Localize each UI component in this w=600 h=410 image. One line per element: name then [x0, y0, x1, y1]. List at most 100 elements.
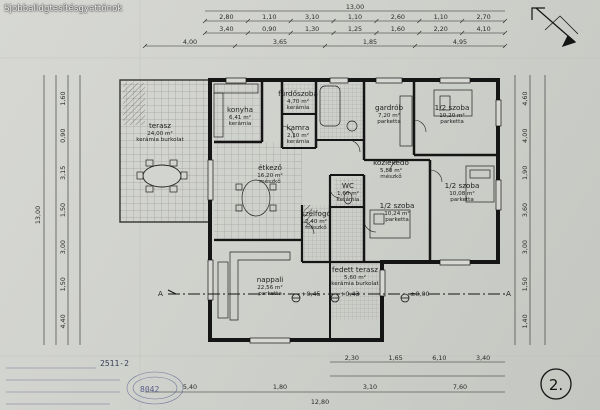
approval-stamp [126, 371, 184, 405]
room-area: 6,41 m² [229, 114, 251, 121]
dim-bottom-total: 12,80 [311, 398, 329, 406]
dim-right: 3,00 [521, 240, 529, 254]
north-arrow [531, 7, 579, 48]
dimension-tick [232, 43, 238, 49]
dim-right: 1,50 [521, 277, 529, 291]
room-floor: parketta [377, 119, 401, 125]
interior-walls [214, 80, 498, 340]
windows [207, 77, 502, 344]
dim-bottom-1: 1,65 [389, 354, 403, 362]
room-floor: mészkő [259, 178, 281, 185]
dim-left: 3,15 [59, 166, 67, 180]
dim-top-3: 4,00 [183, 38, 197, 46]
room-floor: kerámia [287, 138, 310, 145]
room-name: 1/2 szoba [445, 181, 480, 190]
room-area: 10,08 m² [449, 190, 474, 197]
room-floor: kerámia burkolat [331, 280, 379, 287]
dimension-tick [417, 18, 422, 24]
terrace-chairs [136, 159, 188, 193]
covered-terrace-tile [330, 262, 380, 320]
dim-top-2: 2,20 [434, 25, 448, 33]
kitchen-tile [214, 84, 262, 142]
room-area: 4,70 m² [287, 98, 309, 105]
bottom-dimension-lines [145, 361, 505, 393]
dim-left: 1,50 [59, 203, 67, 217]
dim-right-values: 4,604,001,903,603,001,501,40 [521, 91, 529, 328]
dim-left: 1,60 [59, 91, 67, 105]
room-floor: parketta [440, 119, 464, 125]
dim-bottom-2: 3,10 [363, 383, 377, 391]
room-floor: parketta [385, 217, 409, 223]
dimension-tick [202, 30, 208, 36]
furniture [213, 83, 495, 321]
room-name: közlekedő [373, 158, 409, 167]
dim-left-values: 1,600,903,151,503,001,504,40 [59, 91, 67, 328]
room-name: gardrób [375, 103, 404, 112]
dim-top-1: 3,10 [305, 13, 319, 21]
dimension-tick [502, 30, 508, 36]
room-floor: kerámia [337, 196, 360, 203]
dim-left: 4,40 [59, 314, 67, 328]
dimension-tick [142, 43, 148, 49]
sheet-number: 2. [549, 376, 563, 394]
bathroom-tile [320, 84, 364, 140]
room-area: 16,20 m² [257, 172, 282, 179]
room-floor: kerámia [287, 104, 310, 111]
dimension-tick [288, 18, 293, 24]
level-1: +0,45 [301, 290, 321, 298]
dim-top-1: 2,70 [476, 13, 490, 21]
top-dimension-lines [142, 10, 508, 49]
dimension-tick [322, 43, 328, 49]
dim-bottom-1: 3,40 [476, 354, 490, 362]
room-area: 22,56 m² [257, 284, 282, 291]
room-floor: parketta [258, 291, 282, 297]
room-area: 7,20 m² [378, 112, 400, 119]
room-name: fedett terasz [332, 265, 378, 274]
dim-top-1: 1,10 [348, 13, 362, 21]
left-dimension-lines [43, 75, 81, 345]
dim-top-3: 3,65 [273, 38, 287, 46]
dim-bottom-2: 7,60 [453, 383, 467, 391]
dimension-tick [288, 30, 293, 36]
room-area: 2,40 m² [305, 218, 327, 225]
room-name: konyha [227, 105, 253, 114]
dim-left-total: 13,00 [34, 206, 42, 224]
room-area: 10,24 m² [384, 210, 409, 217]
dimension-tick [459, 30, 465, 36]
room-area: 1,60 m² [337, 190, 359, 197]
dim-left: 0,90 [59, 129, 67, 143]
dim-bottom-2: 1,80 [273, 383, 287, 391]
dimension-tick [245, 18, 251, 24]
level-markers [291, 293, 410, 303]
dimension-tick [245, 30, 251, 36]
dim-bottom-1: 6,10 [432, 354, 446, 362]
chimney-hatch [304, 205, 312, 227]
dim-top-1: 2,60 [391, 13, 405, 21]
dim-top-2: 3,40 [219, 25, 233, 33]
dim-top-1: 2,80 [219, 13, 233, 21]
dining-tile [214, 142, 302, 240]
room-area: 5,80 m² [380, 167, 402, 174]
room-name: szélfogó [301, 209, 331, 218]
dimension-tick [331, 30, 336, 36]
room-name: nappali [257, 275, 283, 284]
form-lines [6, 367, 120, 405]
dim-top-2: 4,10 [476, 25, 490, 33]
terrace-table [142, 164, 182, 188]
dimension-tick [331, 18, 336, 24]
dimension-tick [459, 18, 465, 24]
dim-left: 3,00 [59, 240, 67, 254]
section-marker-right: A [506, 289, 511, 298]
dim-top-3: 1,85 [363, 38, 377, 46]
dim-top-3: 4,95 [453, 38, 467, 46]
dim-right: 4,00 [521, 129, 529, 143]
terrace-wall-hatch [123, 83, 145, 125]
dimension-tick [374, 30, 379, 36]
room-floor: mészkő [380, 173, 402, 180]
